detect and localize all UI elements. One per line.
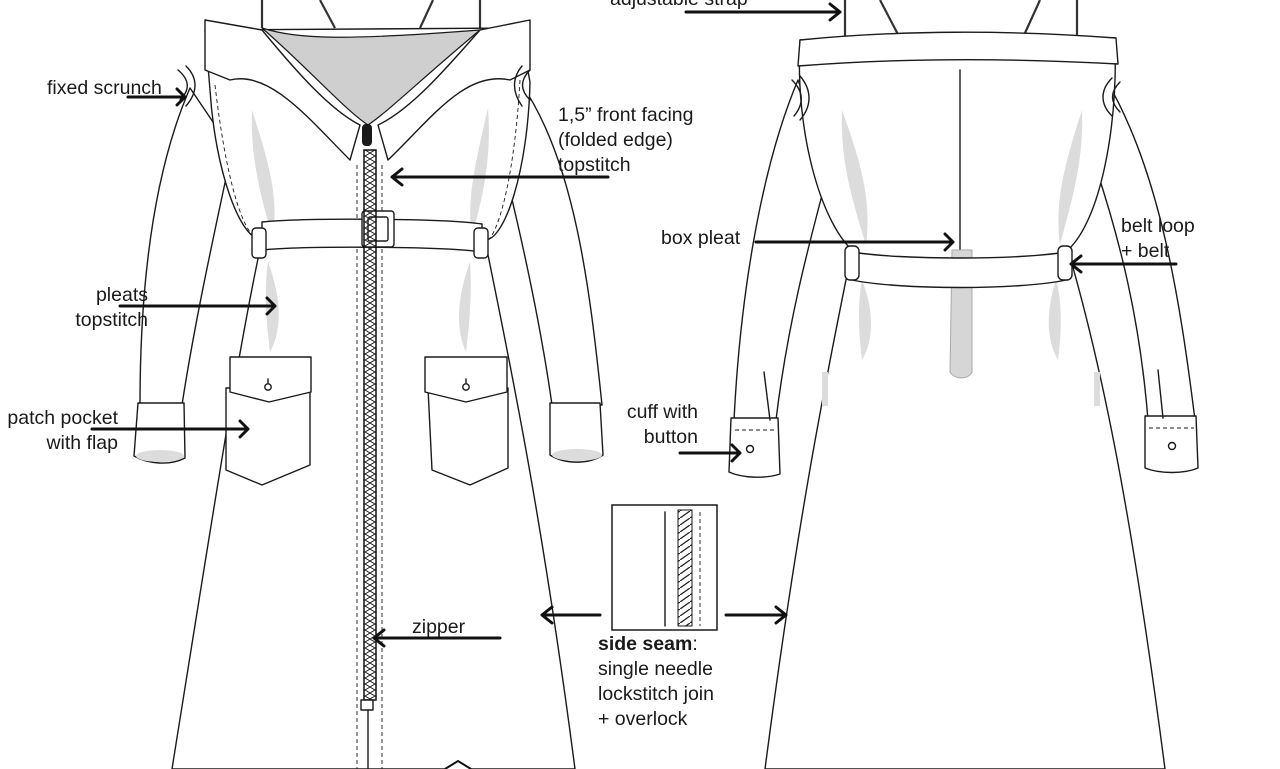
- label-fixed-scrunch: fixed scrunch: [47, 77, 162, 99]
- front-right-cuff: [549, 402, 604, 463]
- label-top-strap: adjustable strap: [610, 0, 748, 10]
- arrow-top-strap: [684, 2, 842, 22]
- callout-labels: adjustable strap fixed scrunch 1,5” fron…: [7, 0, 1194, 730]
- back-belt: [851, 251, 1067, 289]
- label-front-facing-2: (folded edge): [558, 129, 673, 151]
- front-belt-loop-right: [473, 227, 489, 259]
- label-front-facing-1: 1,5” front facing: [558, 104, 694, 126]
- front-zipper: [363, 149, 377, 701]
- back-view: [728, 0, 1199, 769]
- arrow-cuff: [678, 443, 742, 463]
- back-left-cuff: [728, 417, 781, 478]
- label-front-facing-3: topstitch: [558, 154, 631, 176]
- back-yoke: [797, 31, 1119, 67]
- zipper-pull: [362, 124, 372, 146]
- arrow-zipper: [372, 628, 502, 648]
- front-left-cuff: [133, 402, 186, 464]
- side-seam-detail: [611, 504, 718, 631]
- label-zipper: zipper: [412, 616, 466, 638]
- label-patch-pocket-2: with flap: [45, 432, 118, 454]
- front-left-pocket: [225, 356, 312, 486]
- label-side-seam-title: side seam:: [598, 633, 698, 655]
- arrow-pleats: [118, 296, 277, 316]
- front-belt-loop-left: [251, 227, 267, 259]
- arrow-patch-pocket: [90, 419, 250, 439]
- back-belt-loop-left: [844, 245, 860, 281]
- front-right-sleeve: [499, 81, 603, 406]
- arrow-side-seam-right: [724, 605, 788, 625]
- arrow-side-seam-left: [540, 605, 602, 625]
- front-right-pocket: [424, 356, 509, 486]
- label-belt-2: + belt: [1121, 240, 1170, 262]
- label-cuff-2: button: [644, 426, 698, 448]
- label-side-seam-1: single needle: [598, 658, 713, 680]
- arrow-fixed-scrunch: [126, 87, 187, 107]
- label-box-pleat: box pleat: [661, 227, 741, 249]
- label-pleats-1: pleats: [96, 284, 148, 306]
- callout-arrows: [90, 2, 1178, 648]
- label-side-seam-2: lockstitch join: [598, 683, 714, 705]
- arrow-box-pleat: [754, 232, 955, 252]
- label-cuff-1: cuff with: [627, 401, 698, 423]
- front-view: [133, 0, 604, 769]
- arrow-belt: [1069, 254, 1178, 274]
- label-pleats-2: topstitch: [75, 309, 148, 331]
- label-patch-pocket-1: patch pocket: [7, 407, 118, 429]
- front-right-collar: [377, 19, 531, 161]
- label-side-seam-3: + overlock: [598, 708, 688, 730]
- label-belt-1: belt loop: [1121, 215, 1195, 237]
- front-left-collar: [204, 19, 361, 161]
- arrow-front-facing: [390, 167, 610, 187]
